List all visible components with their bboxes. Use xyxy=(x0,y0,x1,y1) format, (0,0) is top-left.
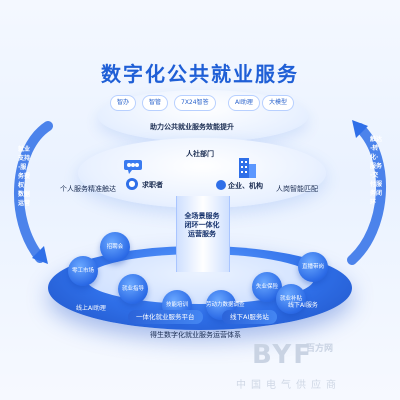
ring-label-left: 线上AI助理 xyxy=(76,305,106,312)
bubble-gig-market: 零工市场 xyxy=(68,256,98,286)
bottom-pill-platform: 一体化就业服务平台 xyxy=(128,310,203,324)
pill-zhiban: 智办 xyxy=(110,95,137,111)
pill-ai-assistant: AI助理 xyxy=(228,95,260,111)
pill-large-model: 大模型 xyxy=(262,95,295,111)
left-arc-arrow-icon xyxy=(13,121,53,264)
enterprise-dot-icon xyxy=(216,180,226,190)
bubble-employment-guidance: 就业指导 xyxy=(118,274,148,304)
job-seeker-label: 求职者 xyxy=(142,181,163,189)
watermark-logo: BYF xyxy=(252,340,313,370)
building-icon xyxy=(236,156,258,182)
left-caption: 个人服务精准触达 xyxy=(60,185,116,193)
bottom-caption: 得生数字化就业服务运营体系 xyxy=(150,331,241,339)
watermark-subtitle: 中国电气供应商 xyxy=(236,380,341,391)
bubble-employment-subsidy: 就业补贴 xyxy=(276,284,306,314)
pill-zhiguan: 智管 xyxy=(142,95,169,111)
page-title: 数字化公共就业服务 xyxy=(101,62,299,86)
enterprise-label: 企业、机构 xyxy=(228,182,263,190)
top-caption: 助力公共就业服务效能提升 xyxy=(150,123,234,131)
center-text: 全场景服务闭环一体化运营服务 xyxy=(184,212,220,238)
right-side-label: 触达·转化·服务·交付服务闭环 xyxy=(370,136,383,206)
hrss-label: 人社部门 xyxy=(186,150,214,158)
job-seeker-icon xyxy=(124,160,142,180)
right-arc-arrow-icon xyxy=(347,120,387,265)
bottom-pill-ai-station: 线下AI服务站 xyxy=(222,310,277,324)
center-tower xyxy=(176,196,230,272)
ring-label-right: 线下AI服务 xyxy=(288,302,318,309)
watermark-cn: 百方网 xyxy=(306,344,334,354)
left-side-label: 就业支持·服务授权·数据运营 xyxy=(18,146,31,207)
person-icon: ● xyxy=(126,178,138,190)
bubble-live-recruiting: 直播带岗 xyxy=(298,252,328,282)
pill-7x24: 7X24智答 xyxy=(174,95,216,111)
bubble-job-fair: 招聘会 xyxy=(100,232,130,262)
right-caption: 人岗智能匹配 xyxy=(276,185,318,193)
